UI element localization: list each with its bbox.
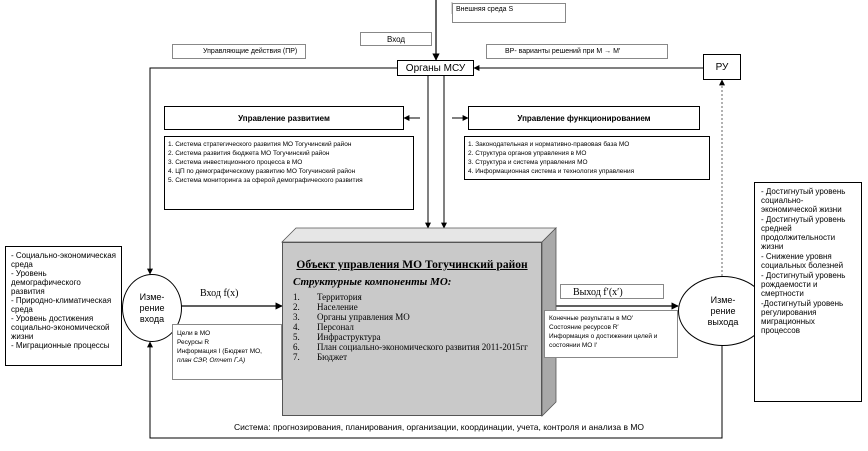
measure-input-label: Изме- рение входа xyxy=(139,291,165,324)
decision-variants-label: ВР- варианты решений при M → M′ xyxy=(505,48,621,55)
external-env-box: Внешняя среда S xyxy=(452,3,566,23)
goals-resources-box: Цели в МО Ресурсы R Информация I (Бюджет… xyxy=(172,324,282,380)
object-title: Объект управления МО Тогучинский район xyxy=(296,259,528,271)
component-number: 6. xyxy=(293,342,300,352)
object-component: 3. Органы управления МО xyxy=(293,312,531,322)
functioning-title-box: Управление функционированием xyxy=(468,106,700,130)
output-fx-label: Выход f′(x′) xyxy=(573,287,623,298)
bottom-system-label: Система: прогнозирования, планирования, … xyxy=(234,422,645,432)
functioning-item: 1. Законодательная и нормативно-правовая… xyxy=(468,141,630,148)
component-number: 5. xyxy=(293,332,300,342)
results-box: Конечные результаты в МО′ Состояние ресу… xyxy=(544,310,678,358)
functioning-list-box: 1. Законодательная и нормативно-правовая… xyxy=(464,136,710,180)
object-component: 1. Территория xyxy=(293,292,531,302)
component-text: Персонал xyxy=(317,322,354,332)
control-actions-label: Управляющие действия (ПР) xyxy=(203,48,298,55)
functioning-title: Управление функционированием xyxy=(517,113,651,123)
component-number: 3. xyxy=(293,312,300,322)
input-factor: - Социально-экономическая среда xyxy=(11,251,117,269)
object-subtitle: Структурные компоненты МО: xyxy=(293,276,452,288)
input-factors-box: - Социально-экономическая среда - Уровен… xyxy=(5,246,122,366)
object-component: 5. Инфраструктура xyxy=(293,332,531,342)
goals-line: Цели в МО xyxy=(177,330,211,337)
output-result: -Достигнутый уровень регулирования мигра… xyxy=(761,299,844,335)
goal-info-line-cont: состоянии МО I′ xyxy=(549,342,598,349)
information-line-cont: план СЭР, Отчет Г.А) xyxy=(177,357,246,364)
component-number: 2. xyxy=(293,302,300,312)
component-text: Территория xyxy=(317,292,362,302)
input-top-box: Вход xyxy=(360,32,432,46)
external-env-label: Внешняя среда S xyxy=(456,6,514,13)
object-component: 7. Бюджет xyxy=(293,352,531,362)
functioning-list: 1. Законодательная и нормативно-правовая… xyxy=(468,140,706,176)
component-text: План социально-экономического развития 2… xyxy=(317,342,528,352)
development-title: Управление развитием xyxy=(238,113,330,123)
output-result: - Достигнутый уровень рождаемости и смер… xyxy=(761,271,846,298)
component-number: 4. xyxy=(293,322,300,332)
functioning-item: 2. Структура органов управления в МО xyxy=(468,150,587,157)
functioning-item: 3. Структура и система управления МО xyxy=(468,159,588,166)
ru-box: РУ xyxy=(703,54,741,80)
component-text: Бюджет xyxy=(317,352,348,362)
resources-line: Ресурсы R xyxy=(177,339,210,346)
input-factor: - Уровень достижения социально-экономиче… xyxy=(11,314,110,341)
input-top-label: Вход xyxy=(387,35,406,44)
input-factor: - Миграционные процессы xyxy=(11,341,110,350)
organs-msu-label: Органы МСУ xyxy=(405,62,466,74)
development-item: 2. Система развития бюджета МО Тогучинск… xyxy=(168,150,330,157)
component-text: Население xyxy=(317,302,358,312)
development-item: 1. Система стратегического развития МО Т… xyxy=(168,141,352,148)
output-fx-box: Выход f′(x′) xyxy=(560,284,664,299)
output-result: - Достигнутый уровень средней продолжите… xyxy=(761,215,846,251)
development-item: 4. ЦП по демографическому развитию МО То… xyxy=(168,168,356,175)
component-number: 7. xyxy=(293,352,300,362)
decision-variants-box: ВР- варианты решений при M → M′ xyxy=(486,44,668,59)
object-component: 4. Персонал xyxy=(293,322,531,332)
development-item: 5. Система мониторинга за сферой демогра… xyxy=(168,177,363,184)
component-text: Инфраструктура xyxy=(317,332,381,342)
input-factor: - Природно-климатическая среда xyxy=(11,296,112,314)
component-number: 1. xyxy=(293,292,300,302)
ru-label: РУ xyxy=(715,61,729,73)
object-components-list: 1. Территория 2. Население 3. Органы упр… xyxy=(293,292,531,362)
object-component: 6. План социально-экономического развити… xyxy=(293,342,531,352)
control-object-box: Объект управления МО Тогучинский район С… xyxy=(282,242,542,416)
development-item: 3. Система инвестиционного процесса в МО xyxy=(168,159,303,166)
measure-output-label: Изме- рение выхода xyxy=(707,294,739,327)
control-actions-box: Управляющие действия (ПР) xyxy=(172,44,306,59)
output-result: - Снижение уровня социальных болезней xyxy=(761,252,844,270)
component-text: Органы управления МО xyxy=(317,312,410,322)
input-fx-label: Вход f(x) xyxy=(200,288,239,299)
functioning-item: 4. Информационная система и технология у… xyxy=(468,168,635,175)
output-results-box: - Достигнутый уровень социально-экономич… xyxy=(754,182,862,402)
organs-msu-box: Органы МСУ xyxy=(397,60,474,76)
object-component: 2. Население xyxy=(293,302,531,312)
development-title-box: Управление развитием xyxy=(164,106,404,130)
results-line: Конечные результаты в МО′ xyxy=(549,315,634,322)
information-line: Информация I (Бюджет МО, xyxy=(177,348,262,355)
measure-output-circle: Изме- рение выхода xyxy=(678,276,768,346)
development-list: 1. Система стратегического развития МО Т… xyxy=(168,140,410,185)
development-list-box: 1. Система стратегического развития МО Т… xyxy=(164,136,414,210)
goal-info-line: Информация о достижении целей и xyxy=(549,333,658,340)
input-factor: - Уровень демографического развития xyxy=(11,269,81,296)
resource-state-line: Состояние ресурсов R′ xyxy=(549,324,619,331)
output-result: - Достигнутый уровень социально-экономич… xyxy=(761,187,846,214)
